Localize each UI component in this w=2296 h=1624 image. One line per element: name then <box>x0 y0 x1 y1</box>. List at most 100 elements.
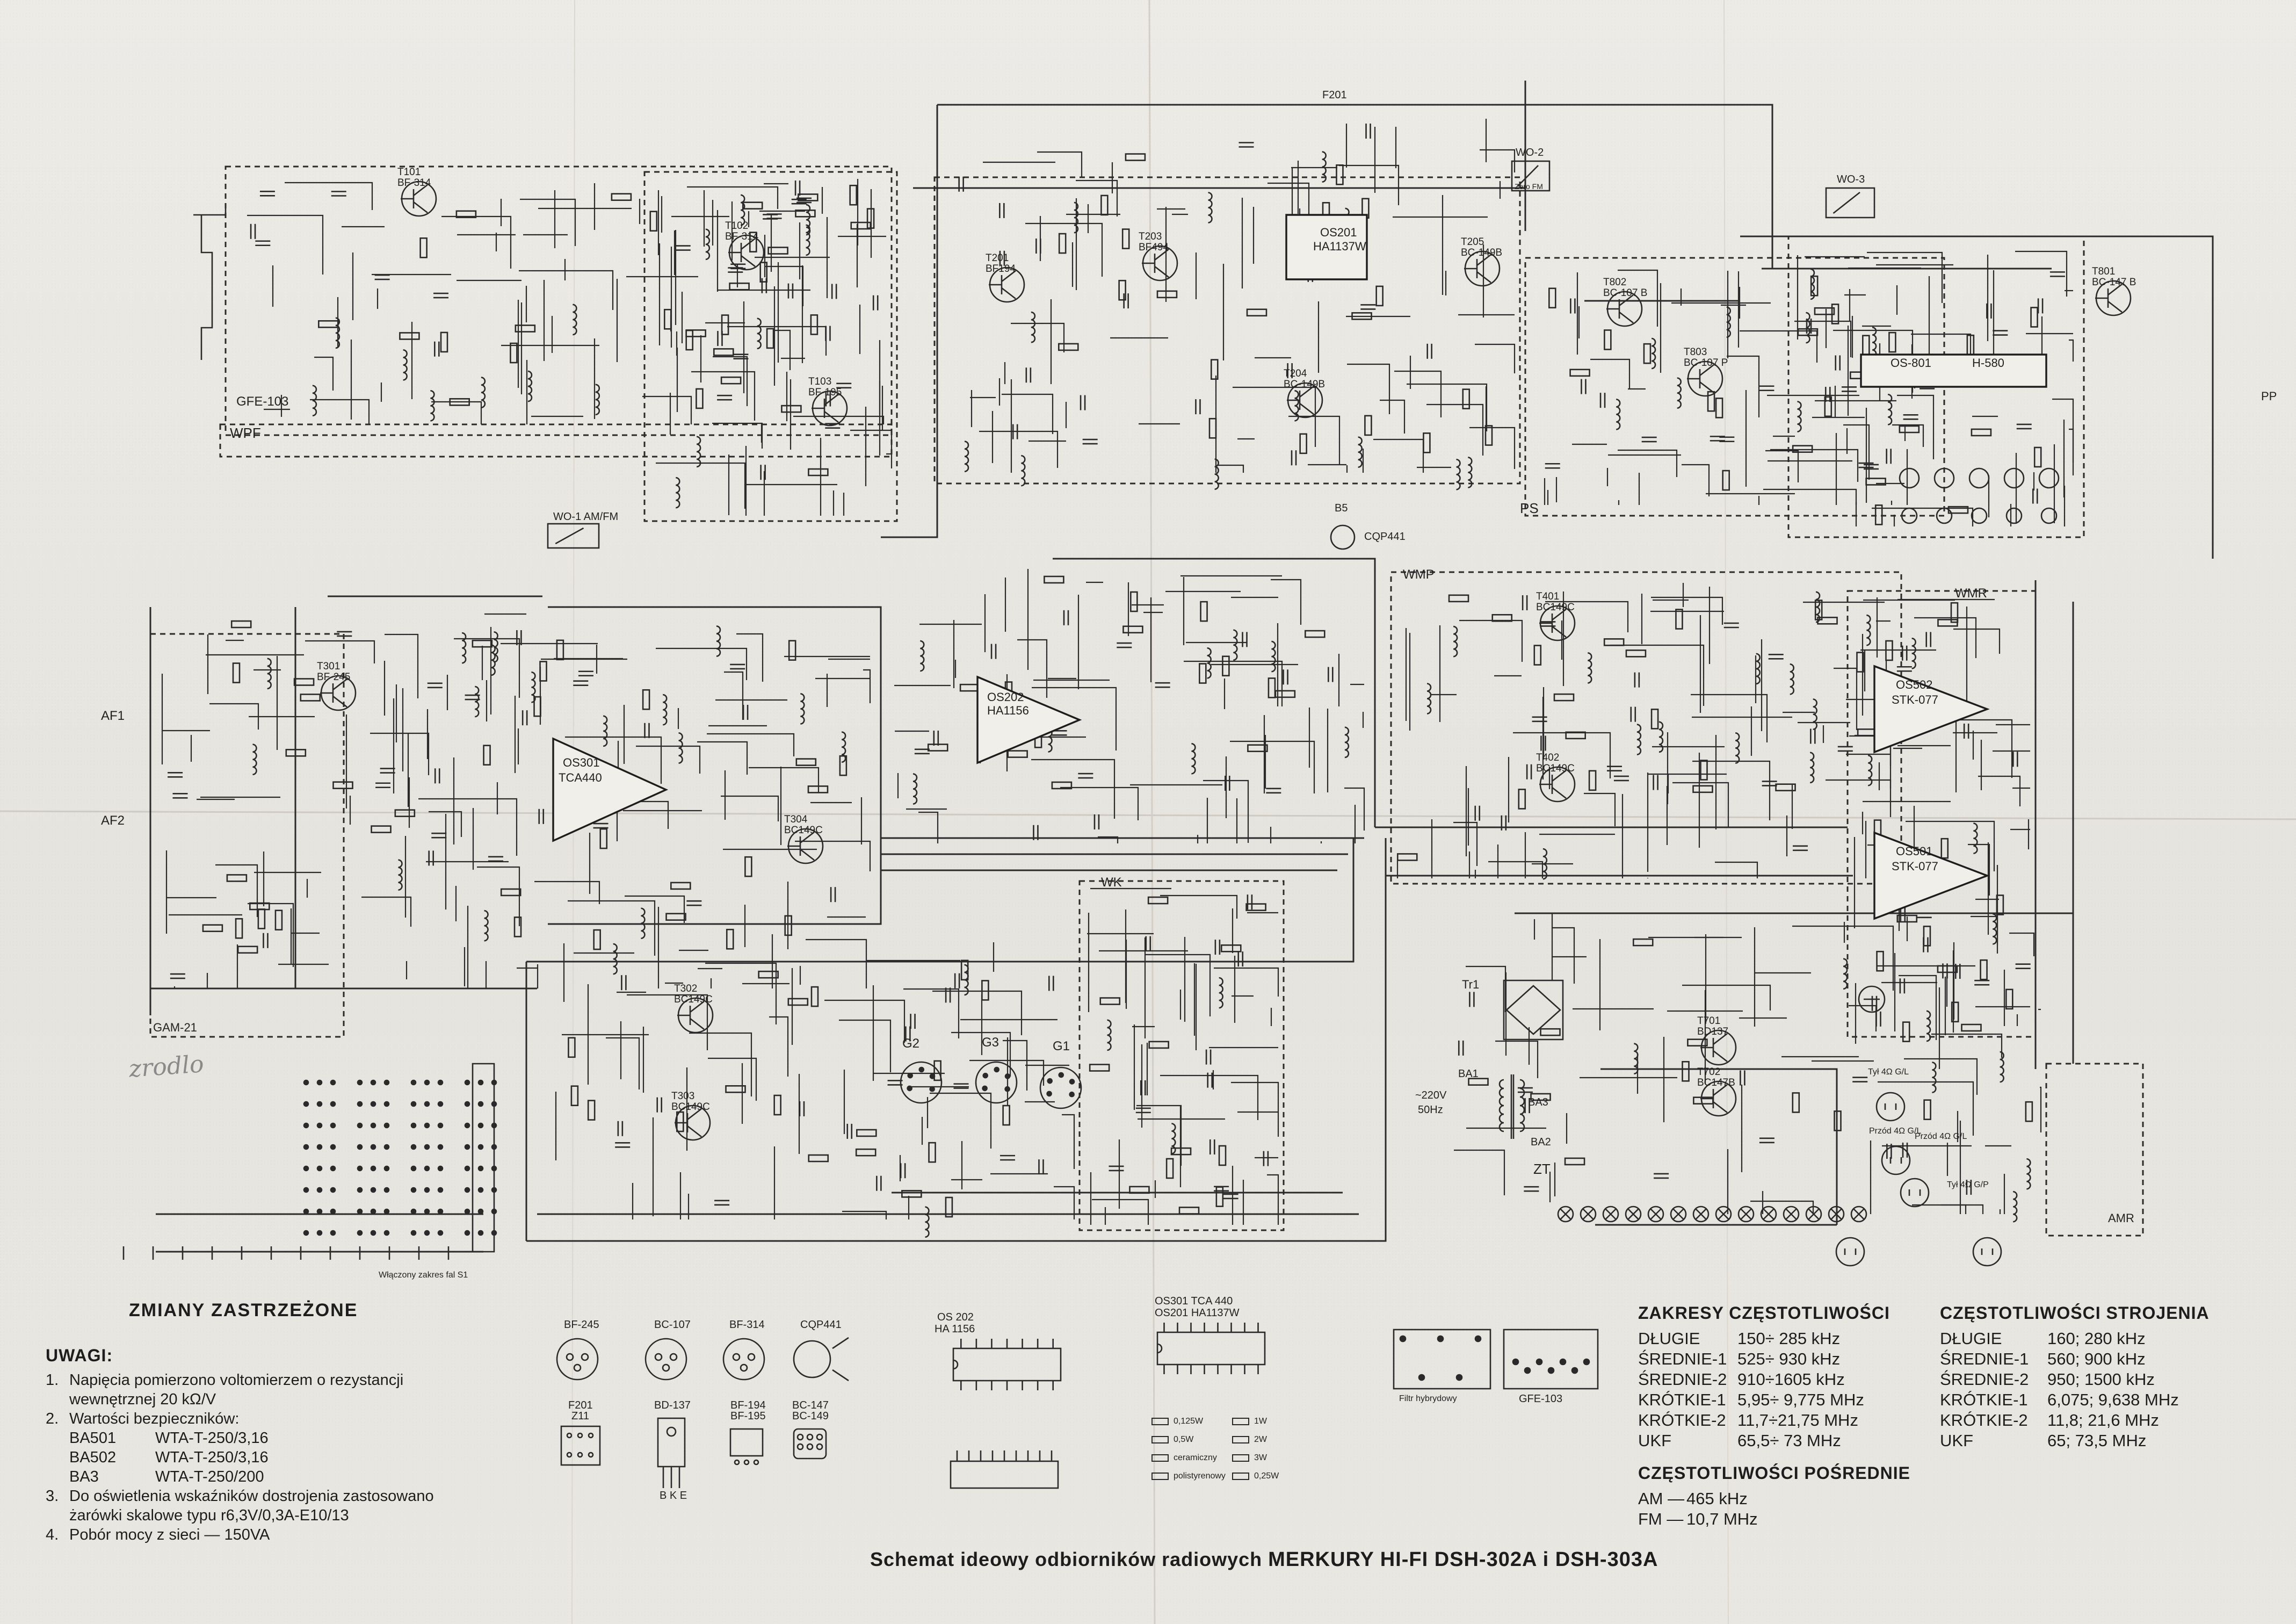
resistor <box>2033 446 2042 468</box>
inductor <box>912 773 918 805</box>
capacitor <box>1038 1159 1044 1175</box>
resistor <box>1548 287 1556 309</box>
switch-caption: Włączony zakres fal S1 <box>379 1271 468 1280</box>
capacitor <box>1762 781 1777 786</box>
resistor <box>1044 575 1064 584</box>
resistor <box>807 785 829 793</box>
resistor <box>798 193 819 201</box>
switch-contact <box>464 1187 470 1193</box>
capacitor <box>1986 303 1992 319</box>
inductor <box>1872 327 1877 358</box>
pinout-os202-type: HA 1156 <box>935 1323 975 1335</box>
signal-wire <box>689 1032 752 1096</box>
resistor <box>721 314 729 335</box>
capacitor <box>914 748 930 755</box>
signal-wire <box>712 422 763 449</box>
switch-contact <box>357 1230 363 1236</box>
capacitor <box>615 1142 631 1148</box>
transistor-symbol <box>787 828 824 864</box>
signal-wire <box>1545 601 1629 632</box>
indicator-led <box>1933 467 1955 524</box>
resistor <box>1553 693 1575 702</box>
fuse-ba1: BA1 <box>1458 1068 1479 1080</box>
signal-wire <box>1682 984 1771 1011</box>
signal-wire <box>1897 394 1935 459</box>
block-label-wmp: WMP <box>1403 567 1435 582</box>
fuse-name: BA502 <box>69 1449 117 1466</box>
signal-wire <box>519 270 614 310</box>
transistor-ref: T203 <box>1139 231 1162 242</box>
signal-wire <box>431 401 482 424</box>
switch-contact <box>437 1230 444 1236</box>
transistor-ref: T802 <box>1603 277 1626 288</box>
dil-package-os301 <box>1156 1323 1266 1374</box>
dial-lamp <box>1625 1206 1642 1223</box>
pinout-bc147: BC-147 <box>792 1399 829 1411</box>
inductor <box>494 631 498 663</box>
dial-lamp <box>1557 1206 1574 1223</box>
resistor <box>232 662 241 683</box>
switch-contact <box>357 1101 363 1107</box>
enclosure-fm-if <box>643 171 898 522</box>
capacitor <box>1792 845 1808 851</box>
resistor <box>663 308 672 330</box>
resistor <box>399 332 420 340</box>
transistor-ref: T803 <box>1684 347 1707 358</box>
switch-contact <box>303 1122 309 1129</box>
capacitor <box>621 975 627 991</box>
capacitor <box>1501 815 1507 831</box>
inductor <box>267 658 272 690</box>
signal-wire <box>1610 644 1705 706</box>
switch-contact <box>477 1230 484 1236</box>
capacitor <box>1852 1077 1868 1082</box>
signal-wire <box>697 741 748 775</box>
resistor <box>1267 677 1276 698</box>
inductor <box>806 224 810 256</box>
switch-contact <box>357 1144 363 1150</box>
capacitor <box>374 274 390 280</box>
inductor <box>757 317 762 350</box>
resistor <box>788 640 796 661</box>
resistor <box>773 1094 781 1116</box>
band-range: 65,5÷ 73 MHz <box>1737 1431 1841 1450</box>
resistor <box>202 924 223 932</box>
resistor <box>850 221 872 230</box>
capacitor <box>1287 363 1293 379</box>
tuning-value: 560; 900 kHz <box>2047 1349 2146 1368</box>
resistor <box>1351 312 1372 320</box>
ic-os202 <box>976 675 1082 764</box>
capacitor <box>656 1097 663 1113</box>
din-socket-g1 <box>1039 1066 1082 1109</box>
capacitor <box>1653 775 1658 790</box>
switch-contact <box>424 1230 430 1236</box>
switch-contact <box>330 1165 336 1172</box>
signal-wire <box>1145 954 1211 1016</box>
resistor <box>1940 838 1949 859</box>
signal-wire <box>1426 403 1484 456</box>
switch-contact <box>464 1230 470 1236</box>
resistor <box>1215 1186 1224 1207</box>
switch-contact <box>437 1187 444 1193</box>
band-range: 150÷ 285 kHz <box>1737 1329 1841 1348</box>
resistor <box>533 696 541 717</box>
inductor <box>1233 629 1238 661</box>
capacitor <box>796 197 812 204</box>
capacitor <box>1858 462 1874 468</box>
bus-line <box>526 838 1387 1242</box>
resistor <box>587 1100 596 1121</box>
resistor <box>808 468 829 477</box>
resistor <box>1824 396 1833 417</box>
resistor <box>1632 938 1654 947</box>
signal-wire <box>1017 639 1048 698</box>
switch-contact <box>303 1144 309 1150</box>
pinout-bf195: BF-195 <box>730 1410 766 1422</box>
signal-wire <box>1715 861 1758 878</box>
capacitor <box>1012 424 1018 439</box>
resistor <box>1675 609 1683 630</box>
speaker-front-right: Przód 4Ω G/L <box>1869 1127 1921 1136</box>
capacitor <box>337 631 352 637</box>
inductor <box>1456 458 1461 490</box>
pinout-os301: OS301 TCA 440 <box>1155 1295 1233 1307</box>
capacitor <box>1035 238 1041 254</box>
